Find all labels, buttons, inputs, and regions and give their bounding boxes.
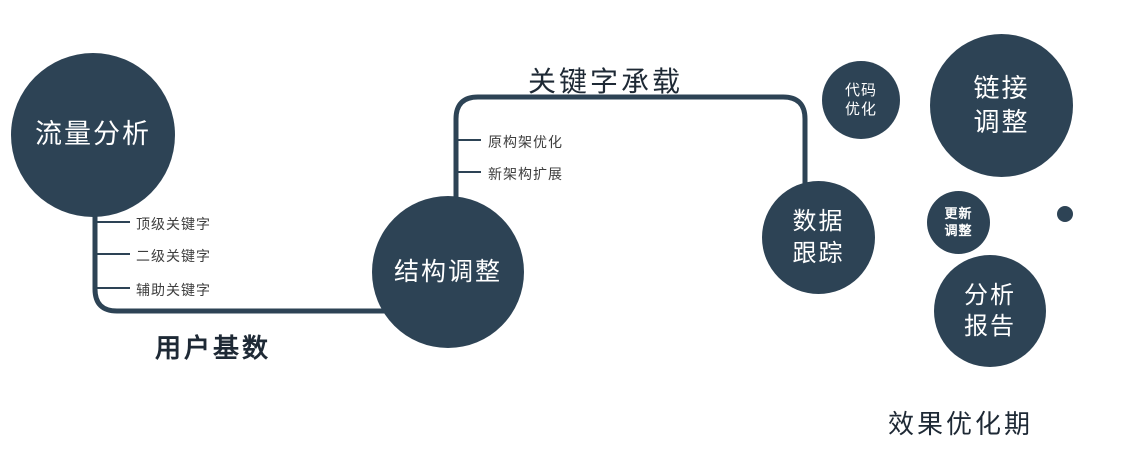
node-link-adjustment[interactable]: 链接 调整 [930,34,1073,177]
branch-label-top-level-keywords: 顶级关键字 [136,216,211,232]
node-structure-adjustment[interactable]: 结构调整 [372,196,524,348]
node-data-tracking-line1: 数据 [792,208,845,236]
branch-label-auxiliary-keywords: 辅助关键字 [136,282,211,298]
node-link-adjustment-line2: 调整 [973,106,1030,137]
node-traffic-analysis[interactable]: 流量分析 [11,53,175,217]
branch-label-new-architecture-expansion: 新架构扩展 [488,166,563,182]
node-update-adjustment-line1: 更新 [944,205,973,221]
edge-label-user-base: 用户基数 [155,333,272,363]
caption-effect-optimization-period: 效果优化期 [888,409,1034,439]
node-data-tracking-line2: 跟踪 [792,239,845,267]
node-update-adjustment-line2: 调整 [944,222,973,238]
node-structure-adjustment-label: 结构调整 [393,257,502,286]
branch-label-original-architecture-optimization: 原构架优化 [488,134,563,150]
node-analysis-report-line1: 分析 [964,281,1016,309]
node-analysis-report[interactable]: 分析 报告 [934,255,1046,367]
node-link-adjustment-line1: 链接 [973,72,1030,103]
node-data-tracking[interactable]: 数据 跟踪 [762,181,875,294]
node-code-optimization-line2: 优化 [844,101,877,118]
branch-label-second-level-keywords: 二级关键字 [136,248,211,264]
connector-traffic-to-structure [92,196,405,314]
edge-label-keyword-bearing: 关键字承载 [528,66,684,97]
node-analysis-report-line2: 报告 [964,313,1016,340]
node-traffic-analysis-label: 流量分析 [35,119,151,150]
connector-structure-to-data-tracking [453,94,808,214]
node-update-adjustment[interactable]: 更新 调整 [927,191,990,254]
node-code-optimization-line1: 代码 [844,81,877,99]
node-code-optimization[interactable]: 代码 优化 [822,61,900,139]
bullet-dot [1057,206,1073,222]
